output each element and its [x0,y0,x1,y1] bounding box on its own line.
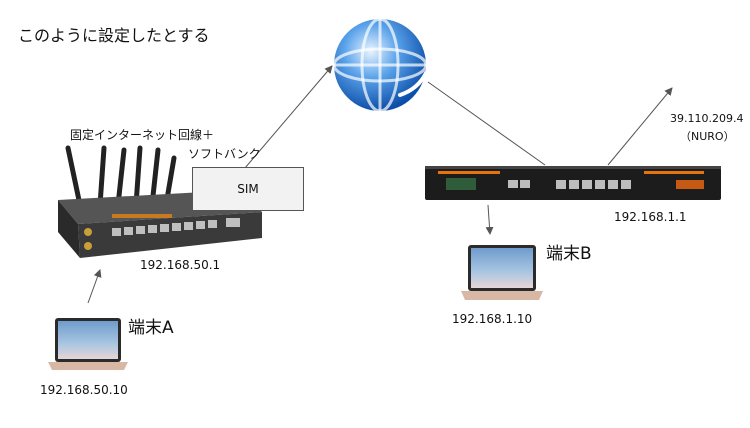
router-a-line-label: 固定インターネット回線＋ [70,128,215,142]
page-title: このように設定したとする [18,26,210,45]
arrow-router-a-to-internet [244,65,333,169]
terminal-b-ip-label: 192.168.1.10 [452,312,533,326]
laptop-a-icon [48,318,128,370]
router-b-wan-ip-label: 39.110.209.4 [670,112,744,125]
terminal-b-label: 端末B [546,244,592,264]
terminal-a-ip-label: 192.168.50.10 [40,383,128,397]
arrow-router-b-to-wan [607,87,673,166]
sim-box: SIM [192,167,304,211]
router-a-ip-label: 192.168.50.1 [140,258,221,272]
router-b-isp-label: （NURO） [680,130,735,143]
arrow-terminal-a-to-router-a [87,269,102,304]
sim-label: SIM [237,182,259,196]
router-b-ip-label: 192.168.1.1 [614,210,687,224]
terminal-a-label: 端末A [128,318,174,338]
router-b-device-icon [425,166,721,200]
line-internet-to-router-b [427,81,546,166]
router-a-carrier-label: ソフトバンク [188,147,261,161]
laptop-b-icon [461,245,543,300]
internet-globe-icon [332,17,428,113]
arrow-router-b-to-terminal-b [485,204,494,235]
router-a-device-icon [58,145,262,258]
